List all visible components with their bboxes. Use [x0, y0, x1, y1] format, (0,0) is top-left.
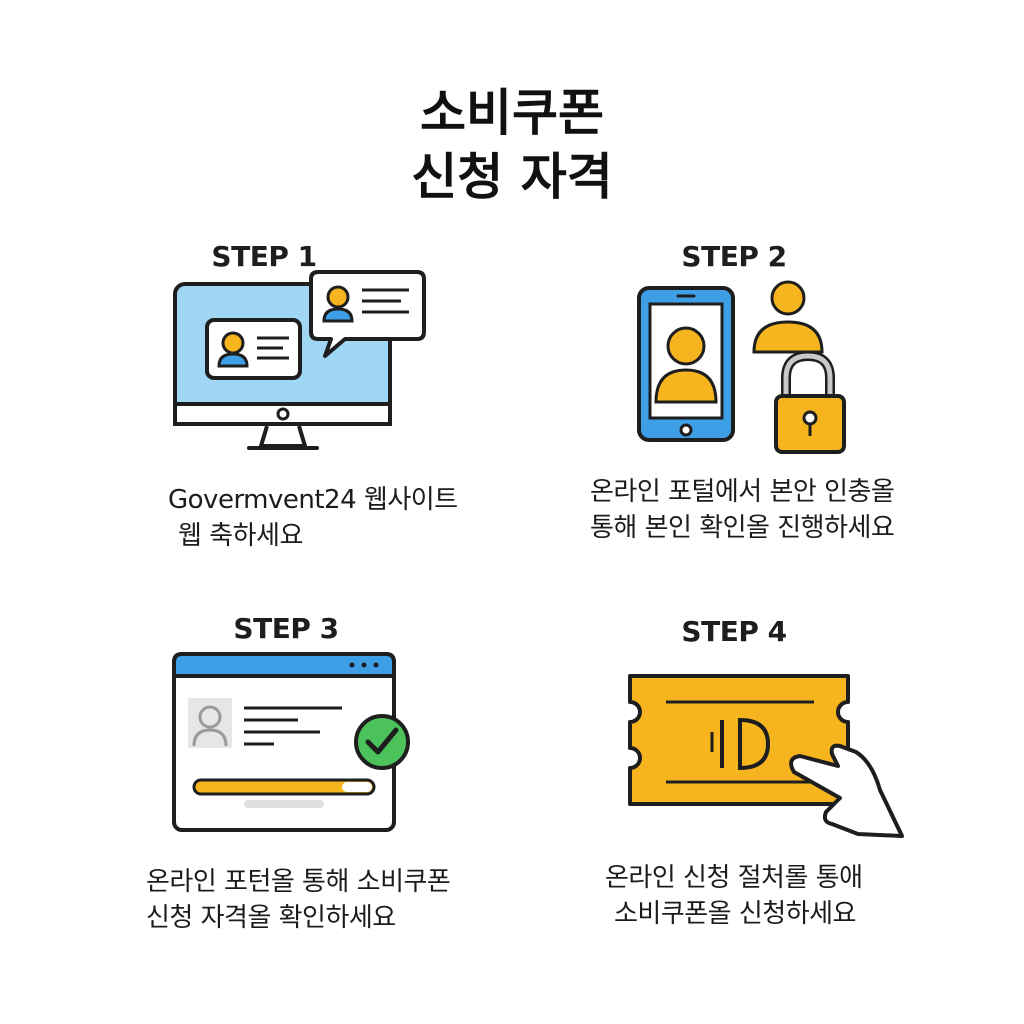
phone-user-lock-icon	[637, 280, 846, 454]
step2-desc-line1: 온라인 포털에서 본안 인충올	[590, 477, 895, 507]
step3-desc-line2: 신청 자격올 확인하세요	[146, 903, 396, 933]
step3-label: STEP 3	[233, 612, 339, 645]
monitor-profile-chat-icon	[173, 270, 426, 450]
page-title-line2: 신청 자격	[411, 148, 613, 206]
step4-desc-line1: 온라인 신청 절처롤 통애	[605, 863, 863, 893]
step4-desc-line2: 소비쿠폰올 신청하세요	[614, 899, 856, 929]
step2-desc-line2: 통해 본인 확인올 진행하세요	[590, 513, 895, 543]
page-title-line1: 소비쿠폰	[420, 84, 604, 142]
step3-desc-line1: 온라인 포턴올 통해 소비쿠폰	[146, 867, 451, 897]
step1-label: STEP 1	[211, 240, 317, 273]
coupon-ticket-hand-icon	[628, 674, 904, 838]
step4-label: STEP 4	[681, 615, 787, 648]
step1-desc-line1: Govermvent24 웹사이트	[168, 485, 458, 515]
step2-label: STEP 2	[681, 240, 787, 273]
browser-profile-check-icon	[172, 652, 410, 832]
step1-desc-line2: 웹 축하세요	[178, 521, 303, 551]
